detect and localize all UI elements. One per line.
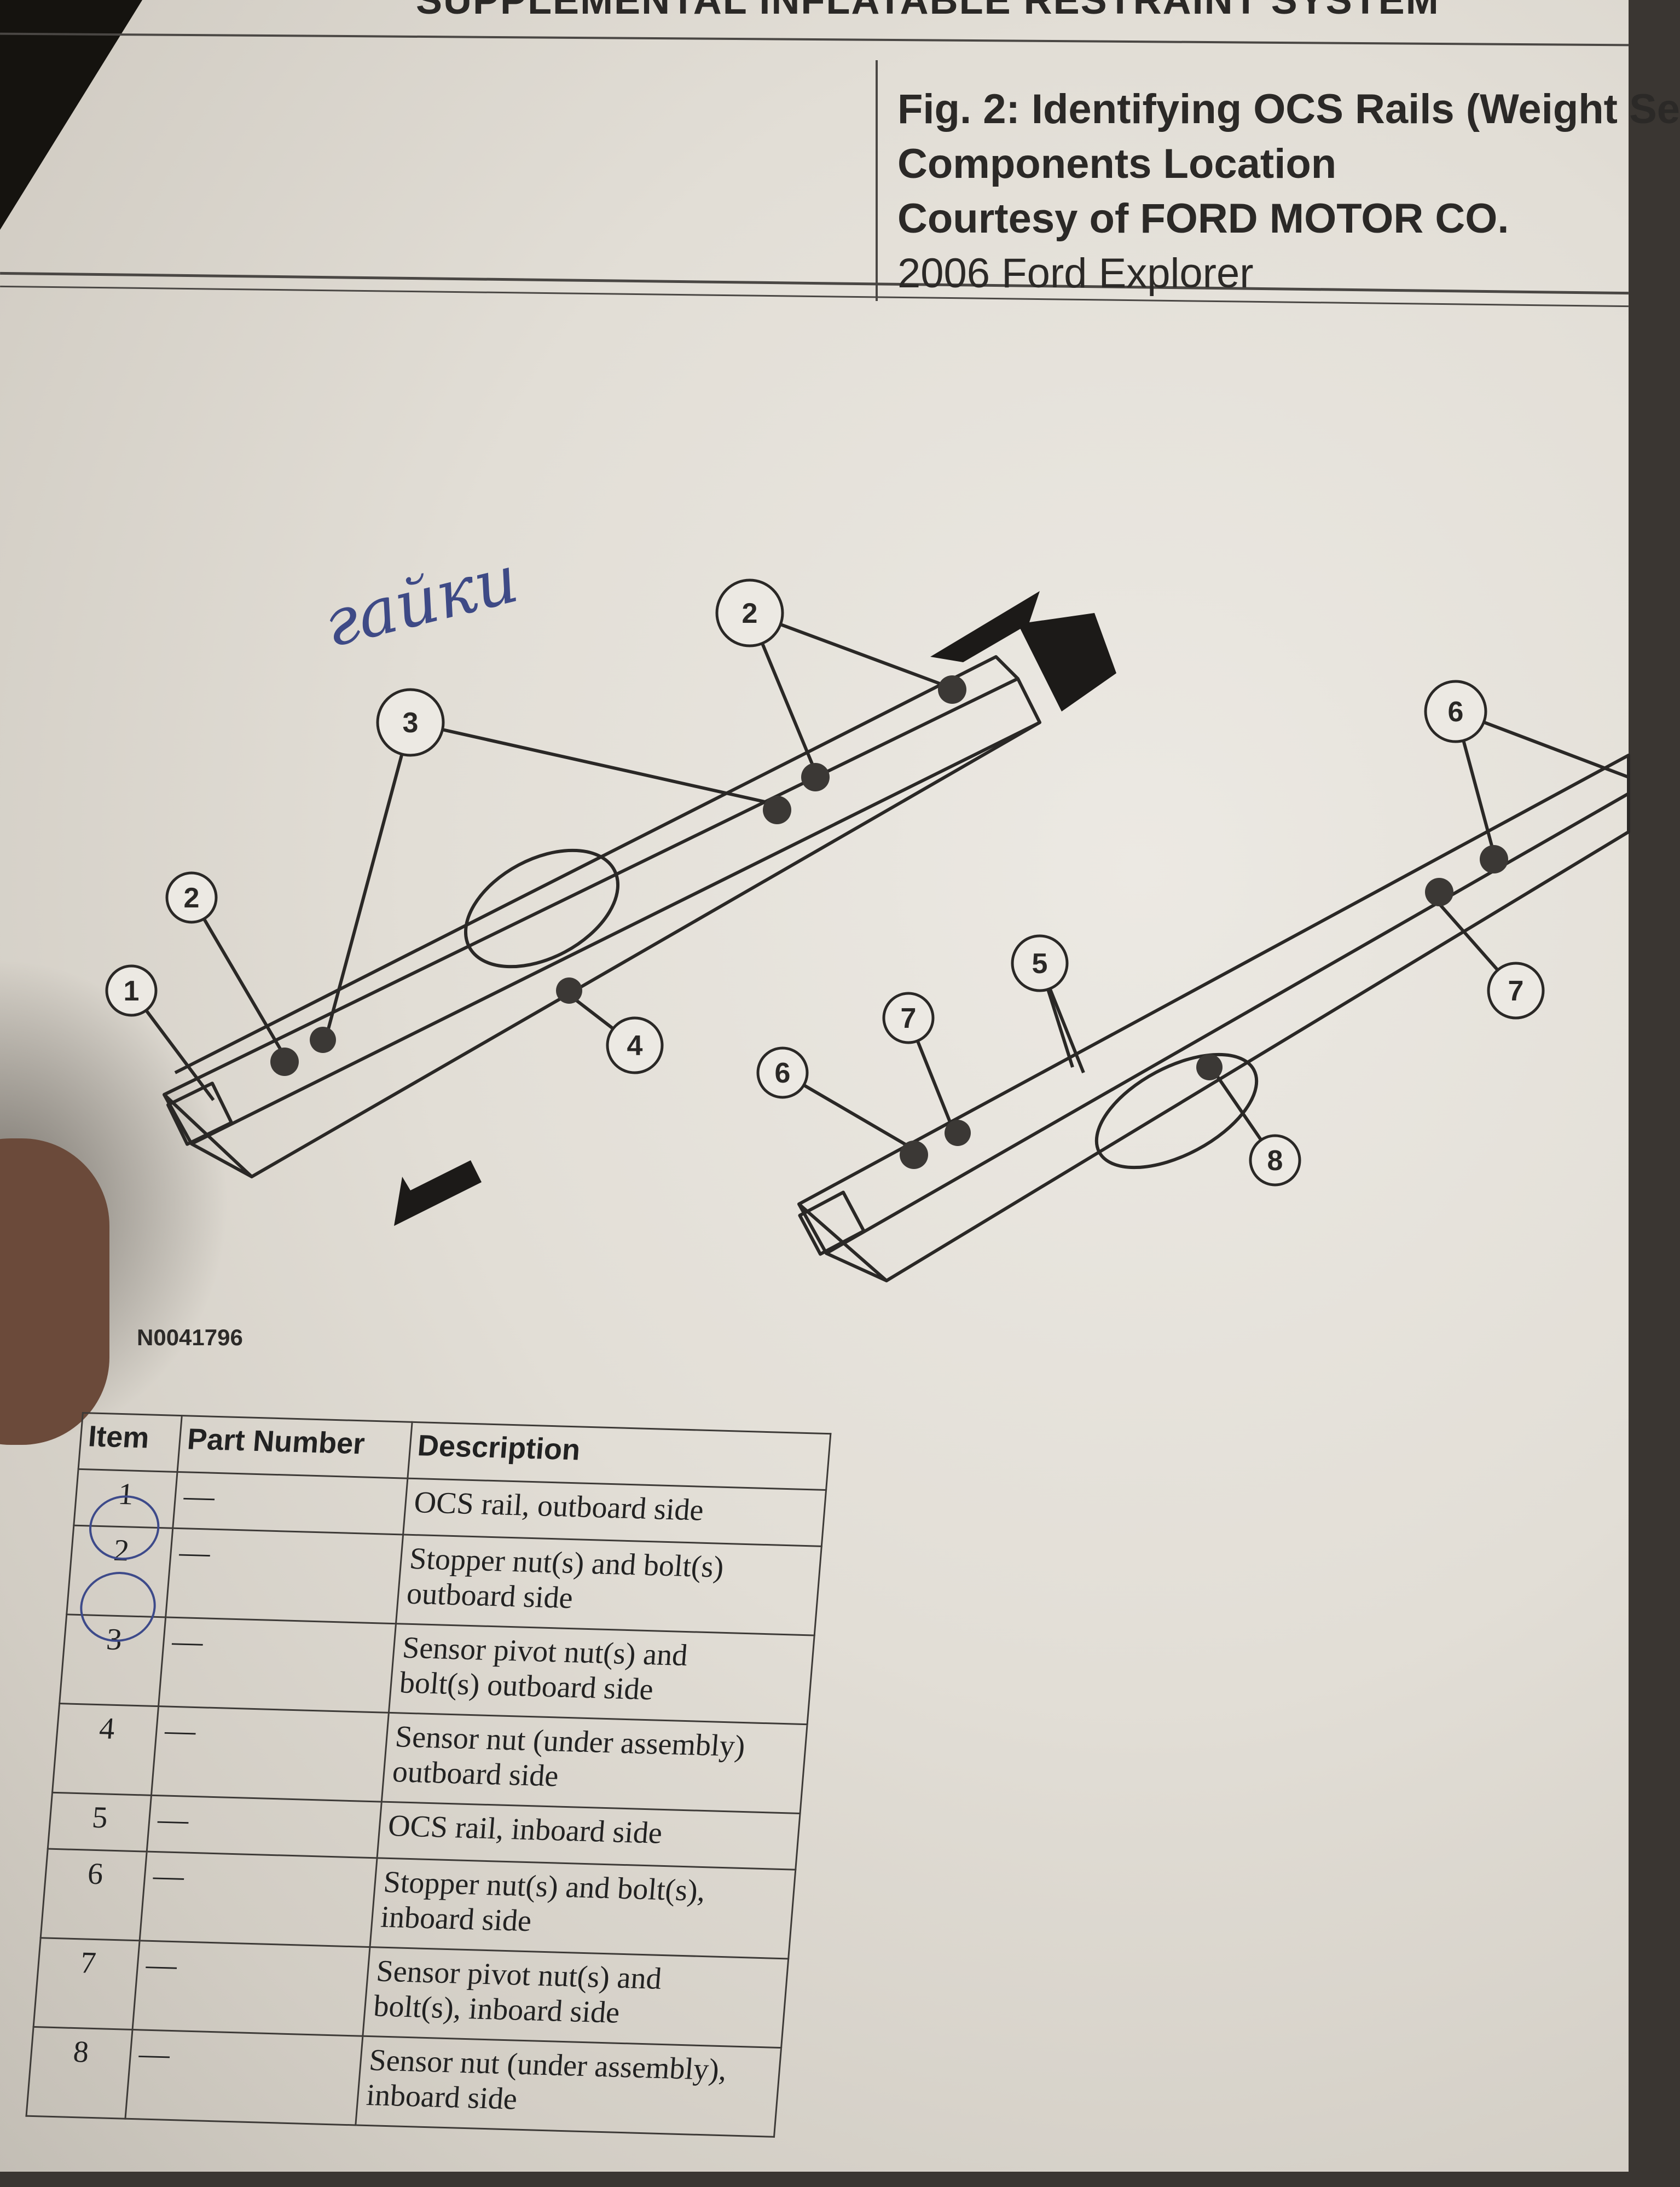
part-number-cell: — bbox=[125, 2029, 363, 2125]
callout-label-8: 8 bbox=[1267, 1145, 1283, 1177]
paper-sheet bbox=[0, 0, 1629, 2172]
forward-arrow bbox=[394, 1160, 482, 1226]
callout-6-top bbox=[1424, 680, 1487, 743]
background-corner bbox=[0, 0, 142, 230]
callout-1 bbox=[105, 964, 158, 1017]
part-number-cell: — bbox=[151, 1706, 389, 1802]
callout-5 bbox=[1011, 934, 1069, 992]
callout-4 bbox=[606, 1016, 664, 1074]
outboard-rail bbox=[163, 677, 1041, 1178]
item-cell: 8 bbox=[26, 2027, 133, 2119]
figure-title-line2: Components Location bbox=[897, 141, 1337, 187]
callout-label-1: 1 bbox=[124, 975, 140, 1007]
item-cell: 4 bbox=[52, 1703, 159, 1796]
part-number-cell: — bbox=[140, 1852, 378, 1947]
header-item: Item bbox=[78, 1413, 182, 1472]
item-cell: 7 bbox=[33, 1937, 140, 2030]
callout-label-4: 4 bbox=[627, 1030, 643, 1062]
thumb bbox=[0, 1138, 109, 1445]
header-part-number: Part Number bbox=[177, 1415, 413, 1479]
callout-3 bbox=[376, 688, 445, 757]
inboard-rail bbox=[797, 754, 1630, 1282]
description-line1: OCS rail, inboard side bbox=[386, 1808, 664, 1850]
caption-divider bbox=[876, 60, 878, 301]
callout-label-6: 6 bbox=[775, 1057, 791, 1089]
description-cell: Stopper nut(s) and bolt(s)outboard side bbox=[396, 1534, 822, 1636]
callout-label-5: 5 bbox=[1032, 948, 1048, 980]
item-cell: 6 bbox=[40, 1849, 147, 1941]
item-cell: 5 bbox=[48, 1792, 152, 1852]
callout-7 bbox=[882, 992, 935, 1044]
description-cell: Sensor nut (under assembly)outboard side bbox=[381, 1712, 808, 1814]
figure-code: N0041796 bbox=[137, 1324, 243, 1350]
vehicle-line: 2006 Ford Explorer bbox=[897, 250, 1254, 297]
part-number-cell: — bbox=[165, 1528, 403, 1624]
rotation-arrow bbox=[930, 591, 1040, 662]
callout-6 bbox=[756, 1046, 809, 1099]
callout-7-right bbox=[1487, 962, 1545, 1020]
courtesy-line: Courtesy of FORD MOTOR CO. bbox=[897, 195, 1509, 242]
callout-label-2-top: 2 bbox=[742, 598, 758, 629]
part-number-cell: — bbox=[147, 1795, 382, 1858]
parts-table-wrapper: Item Part Number Description 1 — OCS rai… bbox=[21, 1412, 831, 2187]
callout-label-2: 2 bbox=[184, 882, 200, 914]
part-number-cell: — bbox=[158, 1617, 396, 1713]
callout-8 bbox=[1249, 1134, 1301, 1187]
callout-2-top bbox=[715, 578, 784, 647]
description-line1: OCS rail, outboard side bbox=[413, 1485, 705, 1528]
callout-label-7: 7 bbox=[901, 1003, 917, 1034]
figure-title: Fig. 2: Identifying OCS Rails (Weight Se bbox=[897, 86, 1680, 132]
rail-diagram: 2 3 2 1 4 5 7 6 6 7 8 bbox=[105, 578, 1630, 1282]
callout-label-7-right: 7 bbox=[1508, 975, 1524, 1007]
callout-2 bbox=[165, 871, 218, 924]
description-cell: Sensor nut (under assembly),inboard side bbox=[355, 2036, 781, 2137]
description-cell: Stopper nut(s) and bolt(s),inboard side bbox=[369, 1858, 796, 1959]
callout-label-3: 3 bbox=[403, 707, 419, 739]
part-number-cell: — bbox=[132, 1940, 370, 2036]
part-number-cell: — bbox=[172, 1472, 408, 1535]
section-header: SUPPLEMENTAL INFLATABLE RESTRAINT SYSTEM bbox=[416, 0, 1440, 22]
callout-label-6-top: 6 bbox=[1448, 696, 1464, 728]
figure-caption: Fig. 2: Identifying OCS Rails (Weight Se… bbox=[897, 82, 1680, 301]
